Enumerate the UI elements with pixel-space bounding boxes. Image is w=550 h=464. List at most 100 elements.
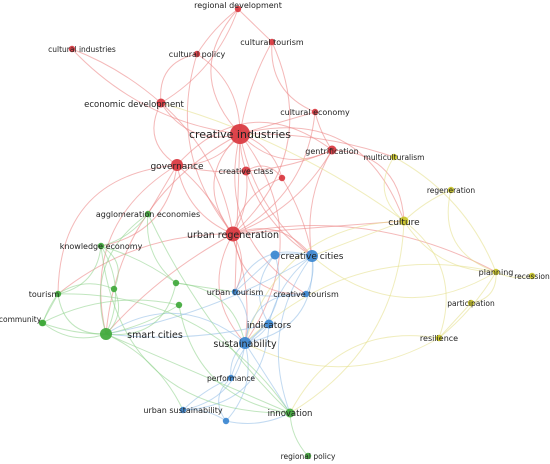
edge-creative_cities-smart_cities: [105, 255, 313, 335]
edge-governance-urban_regeneration: [176, 164, 234, 235]
label-cultural_policy: cultural policy: [169, 50, 226, 59]
edge-blue_small-innovation: [225, 412, 291, 424]
label-cultural_tourism: cultural tourism: [240, 38, 304, 47]
node-recession[interactable]: [528, 272, 536, 280]
node-urban_sustainability[interactable]: [179, 406, 187, 414]
node-cultural_tourism[interactable]: [268, 38, 276, 46]
node-culture[interactable]: [399, 216, 409, 226]
node-knowledge_economy[interactable]: [97, 242, 105, 250]
edge-blue_unlabeled-sustainability: [244, 254, 280, 344]
node-regional_development[interactable]: [234, 5, 242, 13]
node-cultural_industries[interactable]: [68, 45, 76, 53]
node-urban_tourism[interactable]: [231, 288, 239, 296]
node-cultural_economy[interactable]: [311, 108, 319, 116]
edge-creative_industries-regional_development: [210, 8, 241, 135]
label-creative_class: creative class: [219, 167, 274, 176]
edge-economic_development-cultural_industries: [71, 48, 162, 104]
node-urban_regeneration[interactable]: [225, 226, 241, 242]
edge-agglomeration_economies-green_d: [146, 213, 177, 284]
edge-creative_cities-sustainability: [244, 255, 313, 344]
label-participation: participation: [447, 299, 495, 308]
node-creative_class[interactable]: [241, 166, 251, 176]
node-agglomeration_economies[interactable]: [144, 210, 152, 218]
label-innovation: innovation: [268, 409, 313, 419]
edge-urban_tourism-creative_tourism: [234, 291, 307, 297]
label-urban_tourism: urban tourism: [207, 288, 264, 297]
node-creative_tourism[interactable]: [302, 290, 310, 298]
label-community: community: [0, 315, 42, 324]
node-green_a[interactable]: [110, 285, 118, 293]
label-urban_sustainability: urban sustainability: [143, 406, 222, 415]
node-regional_policy[interactable]: [304, 452, 312, 460]
label-cultural_economy: cultural economy: [280, 108, 350, 117]
edge-resilience-sustainability: [244, 337, 440, 368]
edge-cultural_tourism-urban_regeneration: [232, 41, 291, 235]
edge-gentrification-governance: [176, 121, 333, 166]
node-economic_development[interactable]: [156, 98, 166, 108]
label-creative_industries: creative industries: [189, 128, 291, 141]
edge-gentrification-creative_class: [245, 149, 333, 172]
edge-multiculturalism-planning: [393, 156, 497, 273]
edge-resilience-innovation: [289, 335, 440, 414]
network-edges: [41, 8, 533, 457]
node-multiculturalism[interactable]: [390, 153, 398, 161]
edge-gentrification-culture: [331, 149, 405, 222]
node-planning[interactable]: [492, 268, 500, 276]
edge-tourism-green_a: [57, 283, 115, 295]
edge-creative_industries-cultural_tourism: [239, 41, 273, 135]
node-blue_small[interactable]: [222, 417, 230, 425]
edge-planning-creative_cities: [311, 255, 497, 299]
label-urban_regeneration: urban regeneration: [187, 230, 279, 241]
node-indicators[interactable]: [264, 319, 274, 329]
edge-smart_cities-green_b: [42, 322, 107, 339]
label-resilience: resilience: [420, 334, 458, 343]
label-knowledge_economy: knowledge economy: [60, 242, 143, 251]
edge-smart_cities-agglomeration_economies: [99, 213, 149, 335]
edge-creative_cities-urban_tourism: [234, 251, 313, 293]
node-tourism[interactable]: [54, 290, 62, 298]
edge-smart_cities-innovation: [105, 333, 291, 414]
edge-knowledge_economy-green_a: [100, 245, 119, 290]
edge-economic_development-governance: [153, 102, 178, 166]
label-agglomeration_economies: agglomeration economies: [96, 210, 200, 219]
node-sustainability[interactable]: [239, 337, 251, 349]
node-governance[interactable]: [171, 159, 183, 171]
edge-innovation-agglomeration_economies: [147, 213, 291, 414]
node-creative_industries[interactable]: [230, 124, 250, 144]
edge-creative_industries-creative_cities: [239, 133, 313, 257]
edge-culture-regeneration: [403, 189, 452, 222]
edge-cultural_policy-regional_development: [196, 8, 239, 55]
label-recession: recession: [514, 272, 550, 281]
edge-knowledge_economy-agglomeration_economies: [100, 213, 149, 247]
edge-knowledge_economy-green_d: [100, 245, 177, 284]
node-creative_cities[interactable]: [306, 250, 318, 262]
edge-cultural_tourism-regional_development: [237, 8, 273, 43]
node-cultural_policy[interactable]: [193, 50, 201, 58]
node-participation[interactable]: [467, 299, 475, 307]
node-green_c[interactable]: [175, 301, 183, 309]
edge-culture-planning: [403, 220, 497, 273]
node-smart_cities[interactable]: [100, 328, 112, 340]
node-performance[interactable]: [227, 374, 235, 382]
edge-governance-knowledge_economy: [100, 164, 178, 247]
edge-urban_regeneration-sustainability: [218, 233, 246, 344]
node-gentrification[interactable]: [327, 145, 337, 155]
label-performance: performance: [207, 374, 255, 383]
edge-creative_industries-creative_tourism: [234, 133, 307, 295]
node-green_b[interactable]: [39, 319, 47, 327]
label-creative_tourism: creative tourism: [273, 290, 339, 299]
label-governance: governance: [150, 162, 203, 172]
edge-cultural_policy-urban_regeneration: [186, 53, 234, 235]
edge-culture-resilience: [403, 220, 447, 339]
edge-innovation-tourism: [57, 293, 291, 414]
label-cultural_industries: cultural industries: [48, 45, 116, 54]
node-blue_unlabeled[interactable]: [270, 250, 280, 260]
label-planning: planning: [479, 268, 514, 277]
node-innovation[interactable]: [285, 408, 295, 418]
edge-culture-economic_development: [160, 102, 405, 222]
node-red_unlabeled[interactable]: [278, 174, 286, 182]
node-green_d[interactable]: [172, 279, 180, 287]
node-regeneration[interactable]: [447, 186, 455, 194]
edge-cultural_economy-urban_regeneration: [232, 111, 316, 235]
node-resilience[interactable]: [435, 334, 443, 342]
